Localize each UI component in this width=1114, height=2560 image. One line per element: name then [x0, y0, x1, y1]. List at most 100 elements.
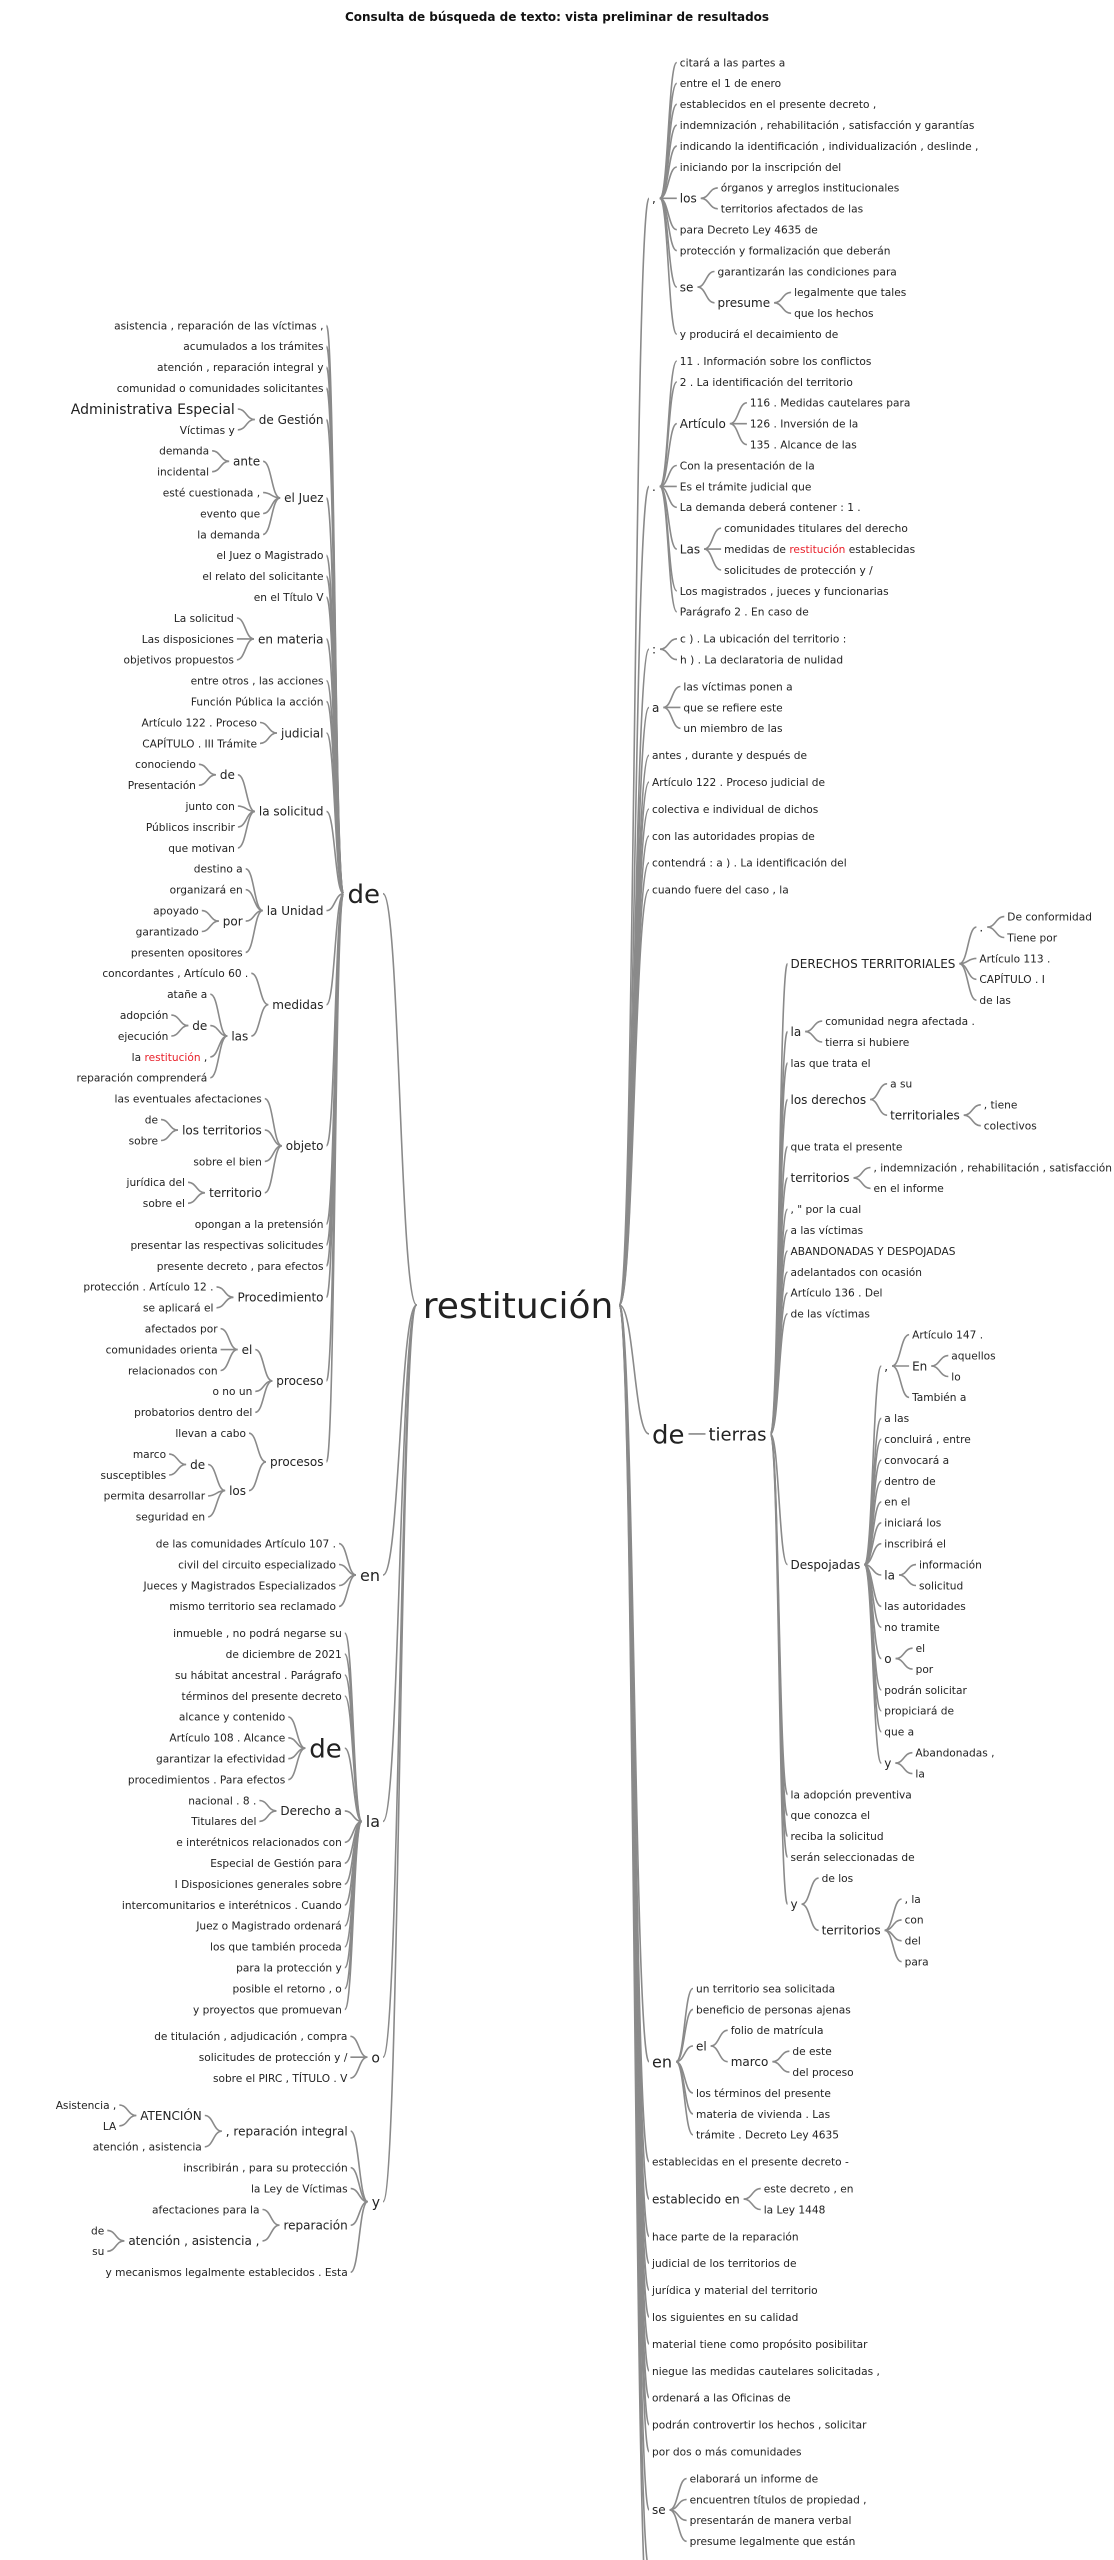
- branch-label: la: [884, 1568, 895, 1582]
- branch-connector: [344, 1747, 363, 1823]
- phrase-label: Titulares del: [190, 1816, 256, 1828]
- branch-connector: [805, 1030, 823, 1043]
- branch-connector: [931, 1354, 949, 1367]
- branch-connector: [262, 2208, 280, 2226]
- phrase-label: judicial de los territorios de: [651, 2258, 797, 2270]
- phrase-label: , " por la cual: [791, 1204, 862, 1216]
- branch-connector: [168, 1453, 187, 1466]
- phrase-label: de los: [822, 1873, 854, 1885]
- branch-label: Artículo: [680, 417, 726, 431]
- branch-connector: [209, 1035, 228, 1079]
- phrase-label: concluirá , entre: [884, 1434, 970, 1446]
- branch-connector: [898, 1574, 917, 1587]
- branch-label: establecido en: [652, 2192, 740, 2206]
- branch-connector: [853, 1177, 871, 1190]
- root-keyword: restitución: [423, 1286, 614, 1327]
- phrase-label: presume legalmente que están: [690, 2536, 856, 2548]
- phrase-label: conociendo: [135, 759, 196, 771]
- phrase-label: las autoridades: [884, 1601, 965, 1613]
- phrase-label: la demanda: [197, 529, 260, 541]
- branch-connector: [211, 460, 230, 473]
- branch-connector: [107, 2229, 125, 2242]
- branch-connector: [618, 485, 650, 1306]
- phrase-label: encuentren títulos de propiedad ,: [690, 2494, 867, 2506]
- branch-label: o: [371, 2050, 380, 2066]
- branch-connector: [891, 1333, 910, 1367]
- branch-label: medidas: [272, 998, 323, 1012]
- phrase-label: Presentación: [128, 780, 196, 792]
- phrase-label: Con la presentación de la: [680, 460, 815, 472]
- phrase-label: adelantados con ocasión: [791, 1267, 922, 1279]
- phrase-label: medidas de restitución establecidas: [724, 544, 915, 556]
- branch-label: o: [884, 1652, 891, 1666]
- branch-connector: [107, 2240, 125, 2253]
- branch-connector: [262, 2224, 280, 2242]
- phrase-label: concordantes , Artículo 60 .: [102, 968, 248, 980]
- phrase-label: cuando fuere del caso , la: [652, 885, 789, 897]
- branch-label: marco: [731, 2055, 769, 2069]
- branch-connector: [663, 706, 681, 730]
- phrase-label: inscribirán , para su protección: [183, 2163, 347, 2175]
- phrase-label: reciba la solicitud: [791, 1831, 884, 1843]
- branch-connector: [895, 1647, 913, 1660]
- phrase-label: y mecanismos legalmente establecidos . E…: [106, 2267, 348, 2279]
- phrase-label: nacional . 8 .: [188, 1795, 256, 1807]
- branch-label: los territorios: [182, 1123, 262, 1137]
- branch-connector: [338, 1574, 357, 1608]
- branch-connector: [171, 1024, 189, 1037]
- branch-connector: [675, 1987, 694, 2063]
- phrase-label: inscribirá el: [884, 1539, 946, 1551]
- branch-connector: [325, 732, 345, 895]
- branch-connector: [325, 892, 345, 1463]
- phrase-label: seguridad en: [136, 1512, 205, 1524]
- phrase-label: para: [905, 1957, 929, 1969]
- phrase-label: la adopción preventiva: [791, 1789, 912, 1801]
- phrase-label: de: [145, 1115, 158, 1127]
- phrase-label: demanda: [159, 446, 209, 458]
- branch-connector: [248, 1432, 267, 1463]
- branch-label: :: [652, 643, 656, 657]
- branch-connector: [236, 617, 255, 640]
- branch-connector: [119, 2104, 137, 2117]
- phrase-label: 126 . Inversión de la: [750, 419, 858, 431]
- branch-label: Las: [680, 543, 700, 557]
- branch-connector: [119, 2114, 137, 2127]
- branch-connector: [801, 1877, 819, 1905]
- branch-label: de: [348, 880, 381, 910]
- branch-connector: [864, 1542, 882, 1566]
- branch-label: de: [652, 1420, 685, 1450]
- keyword-highlight: restitución: [144, 1052, 200, 1064]
- branch-label: el: [696, 2039, 707, 2053]
- phrase-label: relacionados con: [128, 1365, 218, 1377]
- phrase-label: presenten opositores: [131, 947, 243, 959]
- phrase-label: sobre: [129, 1135, 158, 1147]
- branch-label: de: [220, 768, 235, 782]
- branch-connector: [326, 892, 344, 912]
- phrase-label: establecidos en el presente decreto ,: [680, 99, 876, 111]
- phrase-label: indicando la identificación , individual…: [680, 141, 979, 153]
- branch-label: Procedimiento: [237, 1291, 323, 1305]
- branch-connector: [382, 1304, 418, 1576]
- phrase-label: colectiva e individual de dichos: [652, 804, 818, 816]
- branch-connector: [703, 548, 722, 571]
- phrase-label: Artículo 108 . Alcance: [169, 1733, 285, 1745]
- branch-label: territorios: [822, 1924, 881, 1938]
- branch-connector: [187, 1192, 206, 1205]
- phrase-label: 2 . La identificación del territorio: [680, 377, 853, 389]
- phrase-label: que trata el presente: [791, 1141, 903, 1153]
- branch-label: la: [366, 1812, 380, 1831]
- branch-connector: [700, 187, 718, 200]
- phrase-label: civil del circuito especializado: [178, 1559, 336, 1571]
- phrase-label: por: [916, 1664, 934, 1676]
- phrase-label: iniciará los: [884, 1518, 941, 1530]
- branch-connector: [198, 763, 217, 776]
- branch-connector: [382, 1304, 418, 2058]
- phrase-label: legalmente que tales: [794, 287, 906, 299]
- phrase-label: comunidad o comunidades solicitantes: [117, 383, 324, 395]
- branch-connector: [264, 1145, 283, 1194]
- phrase-label: Públicos inscribir: [146, 822, 236, 834]
- phrase-label: Artículo 147 .: [912, 1330, 983, 1342]
- phrase-label: que conozca el: [791, 1810, 871, 1822]
- phrase-label: atención , asistencia: [93, 2142, 202, 2154]
- branch-connector: [250, 1003, 269, 1037]
